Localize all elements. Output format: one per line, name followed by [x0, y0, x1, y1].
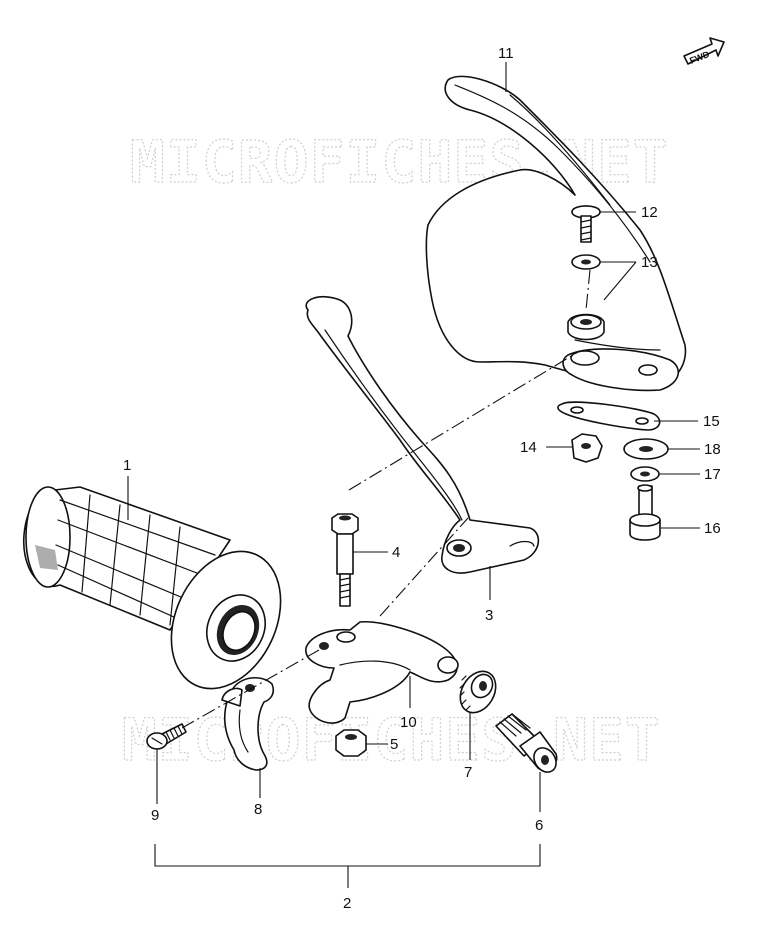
callout-18: 18 — [704, 441, 721, 458]
callout-13: 13 — [641, 254, 658, 271]
assembly-line-clamp — [181, 649, 320, 729]
callout-15: 15 — [703, 413, 720, 430]
leader-lines — [127, 62, 700, 888]
assembly-line-guard — [585, 269, 591, 311]
plate-15-part — [557, 401, 661, 431]
bolt-16-part — [629, 484, 661, 541]
washer-18-part — [623, 438, 669, 460]
callout-16: 16 — [704, 520, 721, 537]
callout-5: 5 — [390, 736, 398, 753]
fwd-label: FWD — [688, 49, 711, 66]
watermark-bottom: MICROFICHES.NET — [122, 706, 661, 774]
grip-1-part — [23, 486, 282, 690]
pivot-bolt-4-part — [331, 513, 359, 607]
callout-8: 8 — [254, 801, 262, 818]
nut-14-part — [571, 433, 603, 463]
callout-2: 2 — [343, 895, 351, 912]
hand-guard-part — [425, 75, 687, 392]
bracket-10-part — [305, 621, 459, 724]
callout-12: 12 — [641, 204, 658, 221]
callout-7: 7 — [464, 764, 472, 781]
adjuster-6-part — [495, 713, 558, 773]
callout-11: 11 — [498, 45, 514, 62]
nut-5-part — [335, 729, 367, 757]
callout-6: 6 — [535, 817, 543, 834]
washer-13-part — [571, 254, 601, 270]
screw-12-part — [571, 205, 601, 243]
callout-1: 1 — [123, 457, 131, 474]
assembly-line-lever — [379, 517, 469, 617]
callout-17: 17 — [704, 466, 721, 483]
locknut-7-part — [459, 670, 497, 714]
callout-4: 4 — [392, 544, 400, 561]
fwd-arrow-icon: FWD — [683, 37, 725, 66]
lever-3-part — [305, 295, 540, 574]
callout-10: 10 — [400, 714, 417, 731]
callout-3: 3 — [485, 607, 493, 624]
screw-9-part — [146, 723, 187, 750]
assembly-line-pivot — [348, 351, 579, 491]
callout-14: 14 — [520, 439, 537, 456]
washer-17-part — [630, 466, 660, 482]
clamp-8-part — [221, 677, 275, 771]
callout-9: 9 — [151, 807, 159, 824]
